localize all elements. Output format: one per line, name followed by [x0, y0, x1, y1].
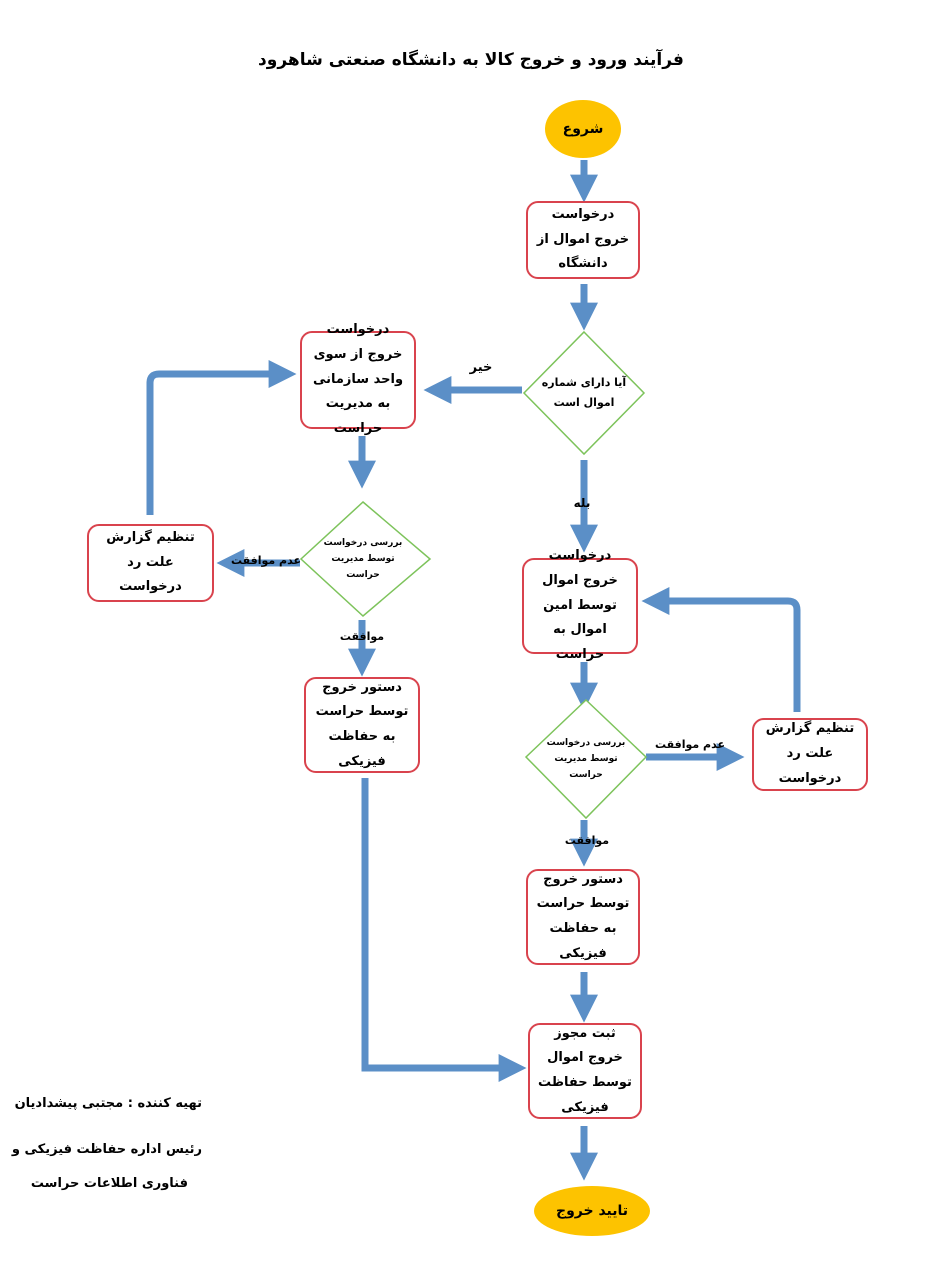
- decision-asset-text: آیا دارای شماره اموال است: [541, 376, 627, 409]
- arrow-left-to-permit: [361, 778, 527, 1082]
- edge-label-reject-right: عدم موافقت: [654, 738, 725, 751]
- end-terminal: تایید خروج: [534, 1186, 650, 1236]
- decision-diamond-asset: [522, 330, 646, 456]
- author-line-3: فناوری اطلاعات حراست: [30, 1176, 188, 1191]
- request-exit-box: درخواست خروج اموال از دانشگاه: [526, 201, 640, 279]
- page-title: فرآیند ورود و خروج کالا به دانشگاه صنعتی…: [258, 50, 684, 70]
- arrow-reject-left-loop: [146, 360, 297, 515]
- exit-order-right-box: دستور خروج توسط حراست به حفاظت فیزیکی: [526, 869, 640, 965]
- decision-review-right-text: بررسی درخواست توسط مدیریت حراست: [546, 737, 626, 781]
- reject-report-left-box: تنظیم گزارش علت رد درخواست: [87, 524, 214, 602]
- edge-label-yes: بله: [573, 496, 591, 510]
- decision-review-left-text: بررسی درخواست توسط مدیریت حراست: [323, 537, 403, 581]
- edge-label-approve-left: موافقت: [339, 630, 385, 643]
- trustee-request-box: درخواست خروج اموال توسط امین اموال به حر…: [522, 548, 638, 662]
- decision-diamond-review-left: [299, 500, 432, 618]
- author-line-1: تهیه کننده : مجتبی پیشدادیان: [14, 1096, 202, 1111]
- unit-request-box: درخواست خروج از سوی واحد سازمانی به مدیر…: [300, 322, 416, 436]
- edge-label-approve-right: موافقت: [564, 834, 610, 847]
- author-line-2: رئیس اداره حفاظت فیزیکی و: [11, 1142, 202, 1157]
- start-terminal: شروع: [545, 100, 621, 158]
- edge-label-reject-left: عدم موافقت: [230, 554, 301, 567]
- exit-order-left-box: دستور خروج توسط حراست به حفاظت فیزیکی: [304, 677, 420, 773]
- reject-report-right-box: تنظیم گزارش علت رد درخواست: [752, 718, 868, 791]
- edge-label-no: خیر: [469, 360, 493, 375]
- register-permit-box: ثبت مجوز خروج اموال توسط حفاظت فیزیکی: [528, 1023, 642, 1119]
- arrow-reject-right-loop: [641, 587, 801, 712]
- decision-diamond-review-right: [524, 698, 648, 820]
